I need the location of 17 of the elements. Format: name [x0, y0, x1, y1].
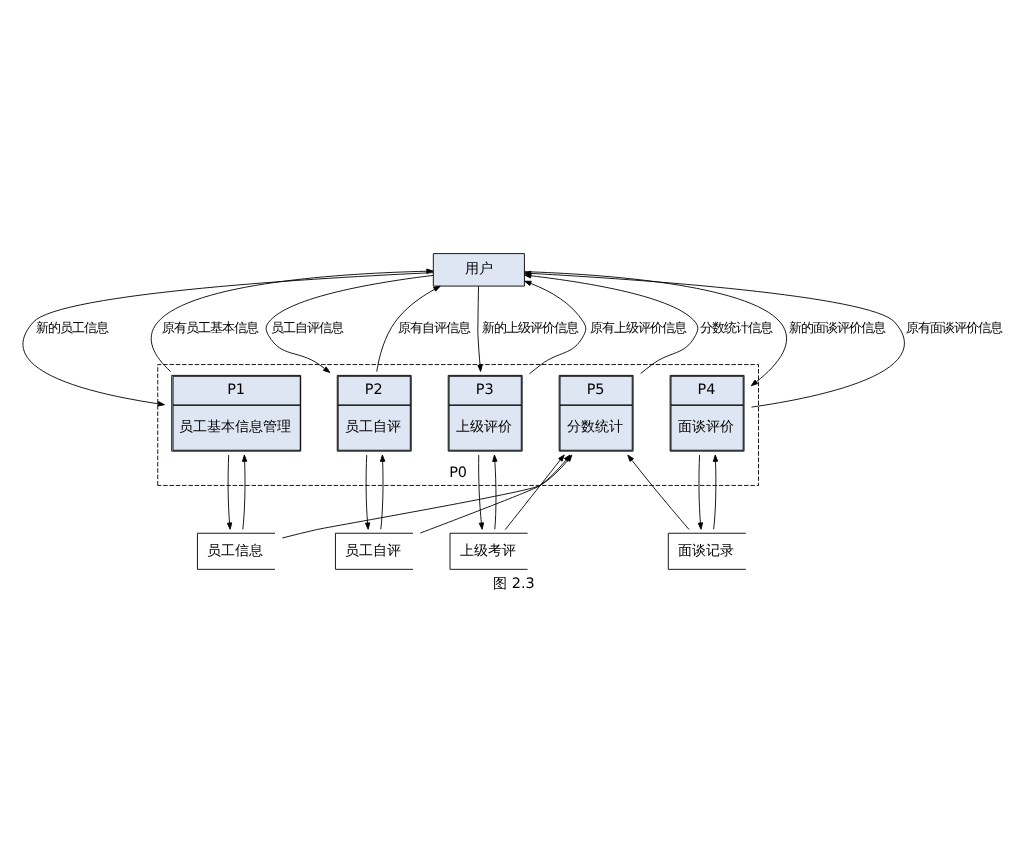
arrow	[491, 454, 497, 530]
arrow	[503, 454, 564, 531]
arrow	[477, 454, 484, 530]
arrow	[523, 280, 586, 375]
arrow	[523, 273, 698, 374]
arrow	[149, 268, 433, 373]
arrow	[225, 454, 232, 530]
arrow	[375, 285, 440, 373]
arrow	[21, 272, 433, 407]
arrow	[711, 454, 718, 530]
arrow	[240, 454, 247, 530]
arrow	[363, 454, 370, 530]
arrow	[696, 454, 703, 530]
arrow	[379, 454, 385, 530]
arrow	[264, 274, 433, 373]
arrow	[476, 285, 482, 372]
arrow	[626, 454, 689, 530]
